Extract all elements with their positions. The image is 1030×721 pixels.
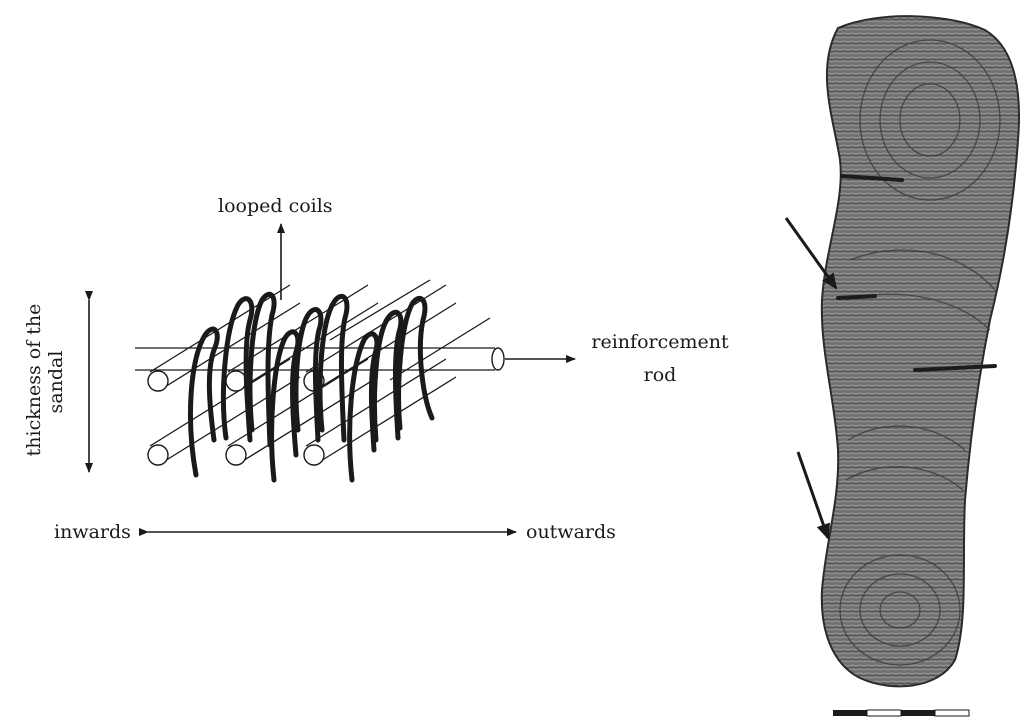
inwards-label: inwards (54, 521, 131, 543)
reinforcement-rod-end (492, 348, 504, 370)
lower-rods (150, 359, 456, 464)
reinforcement-label-line1: reinforcement (591, 331, 729, 353)
looped-coils-label: looped coils (218, 195, 333, 217)
sandal-sole (822, 16, 1019, 686)
sandal-sole-photo (786, 16, 1019, 716)
outwards-label: outwards (526, 521, 616, 543)
thickness-label-line2: sandal (45, 351, 67, 414)
coil-diagram: looped coils thickness of the sandal (23, 195, 729, 543)
thickness-label-line1: thickness of the (23, 304, 45, 457)
reinforcement-label-line2: rod (644, 364, 677, 386)
scale-bar (833, 710, 969, 716)
lower-pointer-arrow (798, 452, 828, 538)
